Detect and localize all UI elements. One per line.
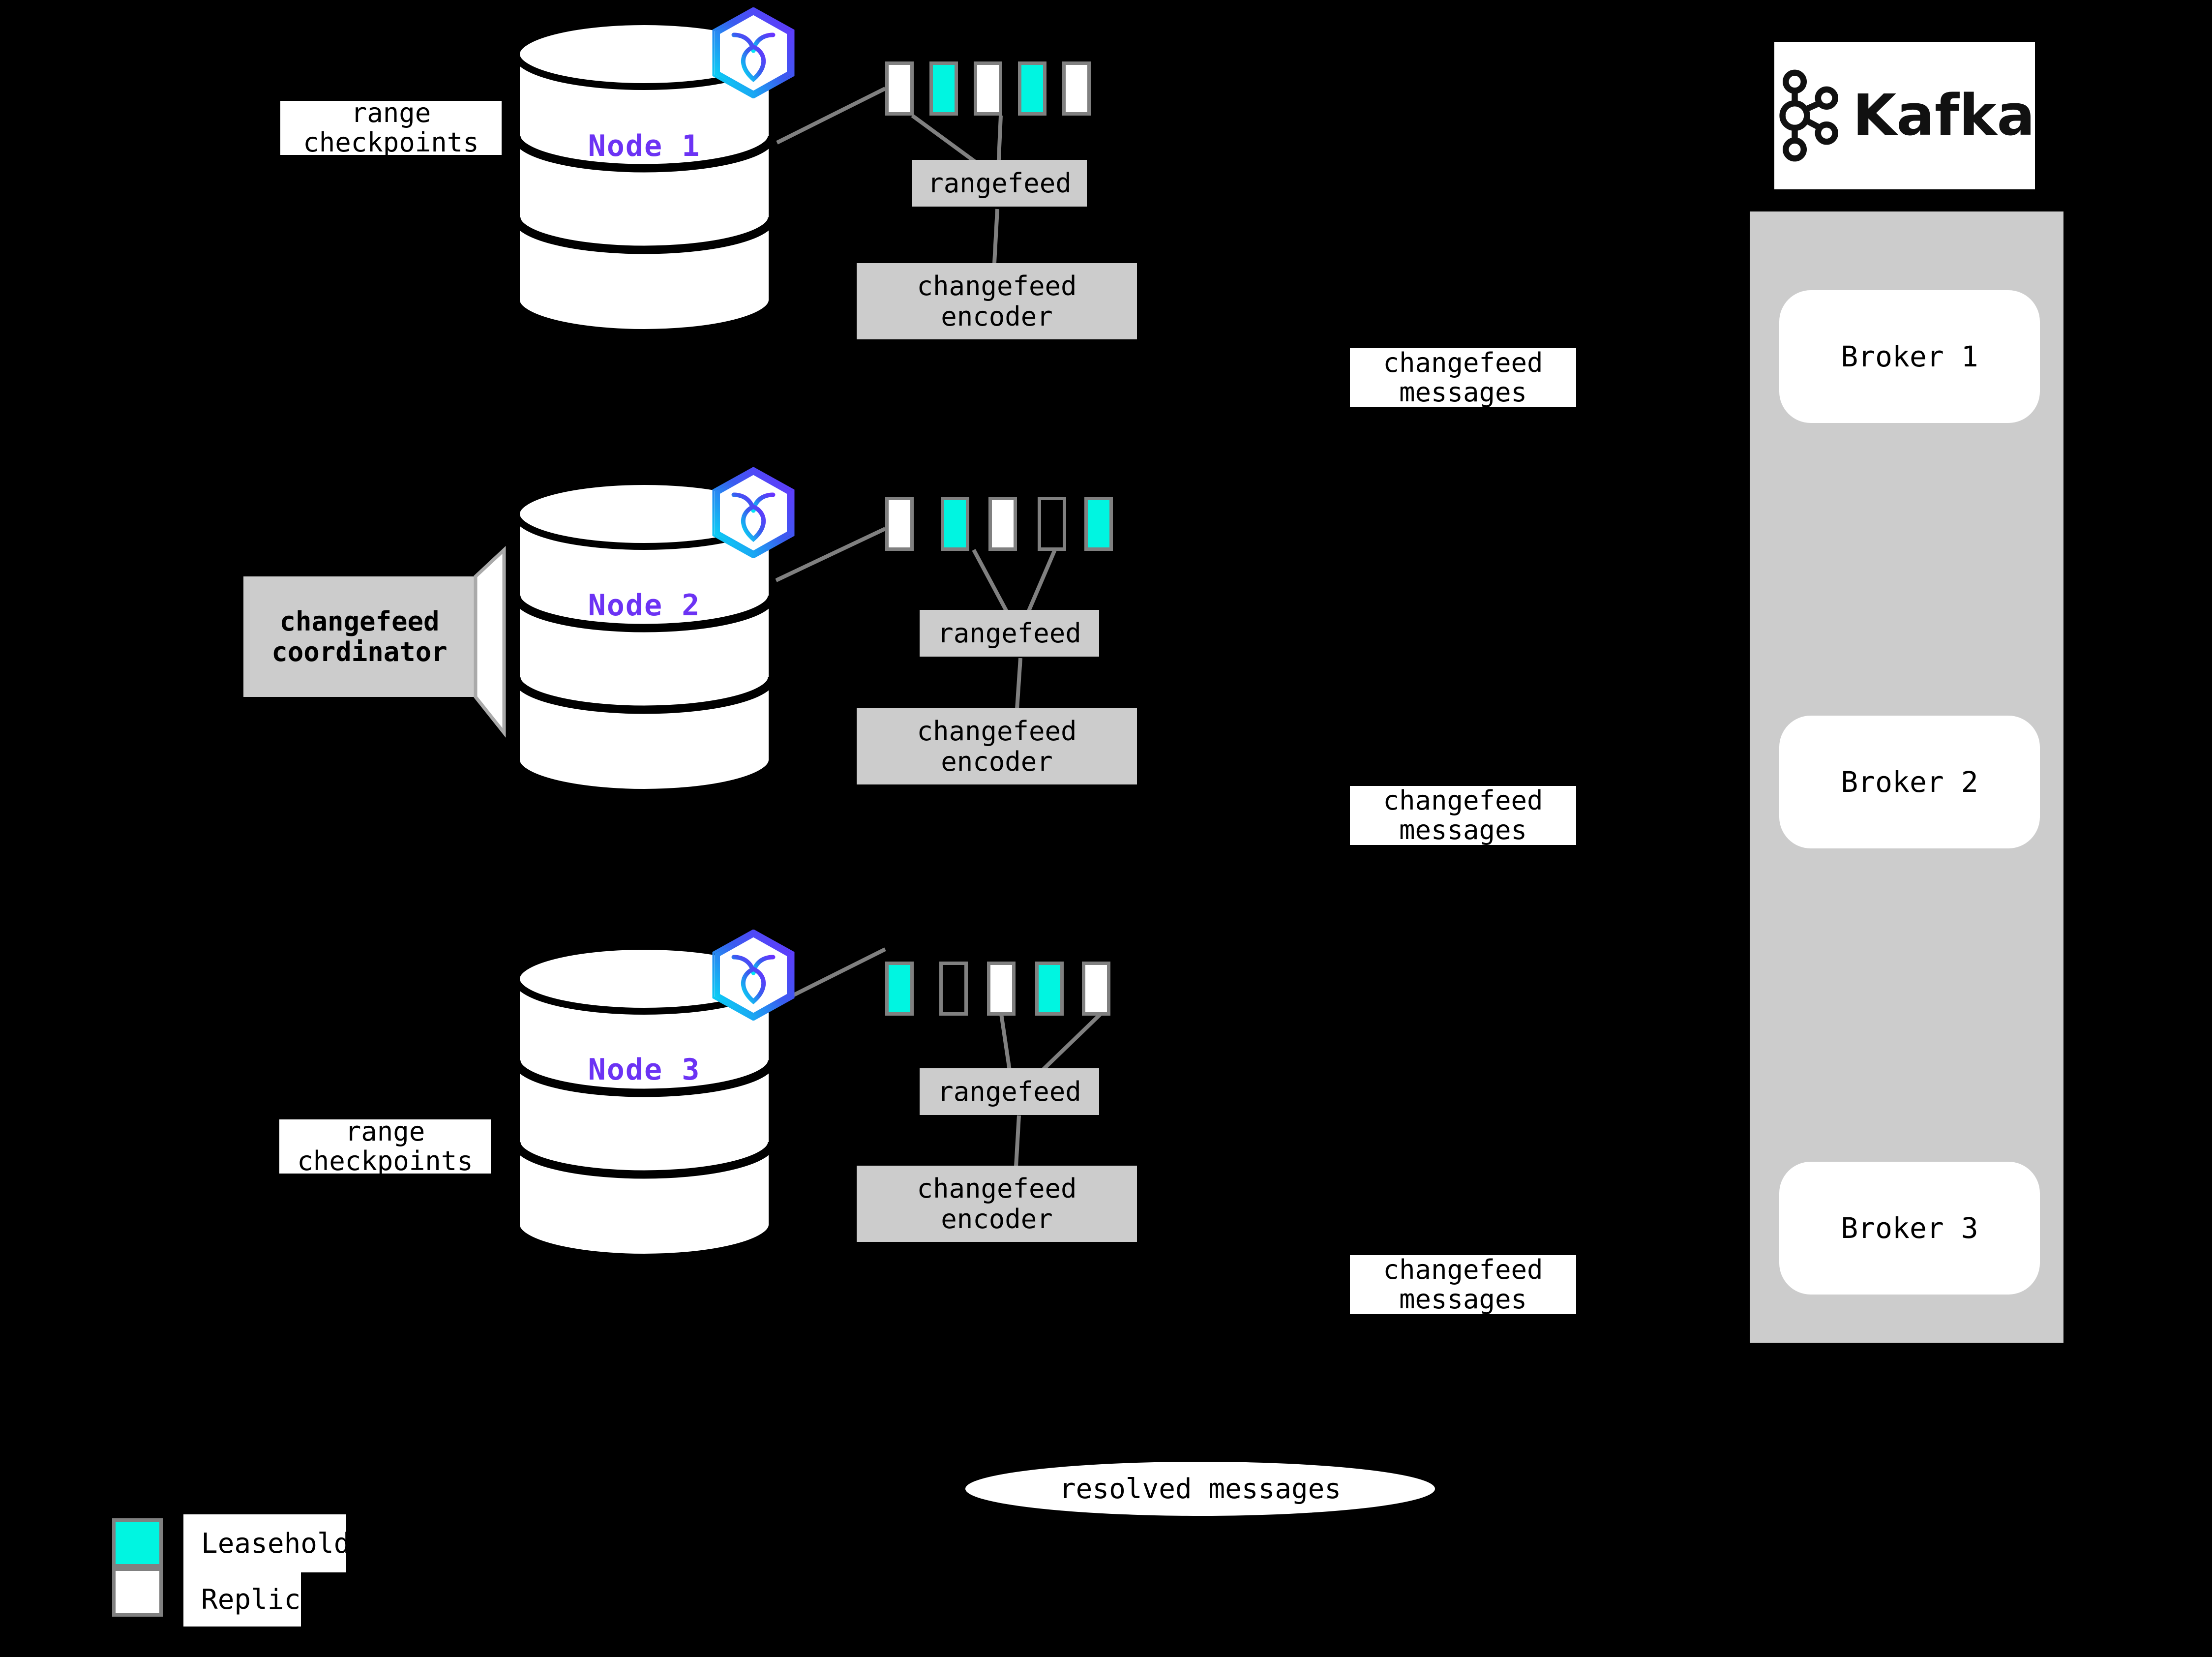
rangefeed-label: rangefeed bbox=[937, 617, 1081, 649]
range-box-empty[interactable] bbox=[1038, 497, 1066, 551]
messages-line-1: changefeed bbox=[1383, 1255, 1543, 1285]
node-2-rangefeed-box[interactable]: rangefeed bbox=[920, 610, 1099, 657]
callout-line-2: checkpoints bbox=[297, 1145, 473, 1174]
range-box-leaseholder[interactable] bbox=[1035, 962, 1064, 1016]
node-1-changefeed-messages-label: changefeed messages bbox=[1350, 348, 1576, 407]
cockroachdb-logo-icon bbox=[711, 7, 797, 100]
range-box-leaseholder[interactable] bbox=[1018, 61, 1046, 116]
resolved-messages-pill: resolved messages bbox=[965, 1462, 1435, 1516]
coordinator-text: changefeed coordinator bbox=[243, 576, 476, 697]
kafka-mark-icon bbox=[1779, 69, 1838, 162]
messages-line-2: messages bbox=[1399, 377, 1527, 407]
node-1-cylinder bbox=[511, 20, 777, 334]
range-box-replica[interactable] bbox=[974, 61, 1002, 116]
legend-swatch-replica bbox=[112, 1567, 163, 1617]
messages-line-1: changefeed bbox=[1383, 348, 1543, 378]
range-box-replica[interactable] bbox=[885, 61, 914, 116]
legend-swatch-leaseholder bbox=[112, 1518, 163, 1567]
node-3-label: Node 3 bbox=[588, 1053, 701, 1087]
broker-1[interactable]: Broker 1 bbox=[1779, 290, 2040, 423]
legend-text: Replica bbox=[201, 1583, 318, 1616]
range-box-leaseholder[interactable] bbox=[1084, 497, 1113, 551]
node-1-range-checkpoints-callout: range checkpoints bbox=[280, 101, 502, 155]
broker-label: Broker 1 bbox=[1841, 340, 1978, 373]
node-2-changefeed-coordinator-callout bbox=[243, 545, 514, 754]
resolved-messages-label: resolved messages bbox=[1059, 1473, 1342, 1505]
rangefeed-label: rangefeed bbox=[937, 1076, 1081, 1107]
range-box-replica[interactable] bbox=[885, 497, 914, 551]
coordinator-line-1: changefeed bbox=[279, 605, 440, 637]
messages-line-1: changefeed bbox=[1383, 786, 1543, 816]
broker-3[interactable]: Broker 3 bbox=[1779, 1162, 2040, 1295]
rangefeed-label: rangefeed bbox=[927, 167, 1072, 199]
broker-2[interactable]: Broker 2 bbox=[1779, 716, 2040, 848]
range-box-replica[interactable] bbox=[988, 497, 1017, 551]
messages-line-2: messages bbox=[1399, 1284, 1527, 1314]
legend-label-replica: Replica bbox=[183, 1572, 317, 1627]
encoder-line-1: changefeed bbox=[917, 715, 1077, 747]
node-1-rangefeed-box[interactable]: rangefeed bbox=[912, 160, 1087, 207]
cockroachdb-logo-icon bbox=[711, 929, 797, 1023]
messages-line-2: messages bbox=[1399, 814, 1527, 845]
node-2-changefeed-encoder-box[interactable]: changefeed encoder bbox=[857, 708, 1137, 784]
broker-label: Broker 2 bbox=[1841, 765, 1978, 799]
range-box-replica[interactable] bbox=[1062, 61, 1091, 116]
node-3-rangefeed-box[interactable]: rangefeed bbox=[920, 1068, 1099, 1115]
range-box-leaseholder[interactable] bbox=[929, 61, 958, 116]
encoder-line-2: encoder bbox=[941, 746, 1053, 777]
node-2-label: Node 2 bbox=[588, 588, 701, 623]
cockroachdb-logo-icon bbox=[711, 467, 797, 560]
range-box-replica[interactable] bbox=[987, 962, 1016, 1016]
callout-line-2: checkpoints bbox=[303, 127, 479, 155]
node-3-changefeed-messages-label: changefeed messages bbox=[1350, 1255, 1576, 1314]
kafka-wordmark: Kafka bbox=[1853, 83, 2035, 149]
legend-label-leaseholder: Leaseholder bbox=[183, 1514, 384, 1572]
coordinator-line-2: coordinator bbox=[271, 636, 448, 667]
encoder-line-1: changefeed bbox=[917, 270, 1077, 301]
node-2-changefeed-messages-label: changefeed messages bbox=[1350, 786, 1576, 845]
node-3-changefeed-encoder-box[interactable]: changefeed encoder bbox=[857, 1166, 1137, 1242]
range-box-leaseholder[interactable] bbox=[885, 962, 914, 1016]
broker-label: Broker 3 bbox=[1841, 1211, 1978, 1245]
kafka-logo: Kafka bbox=[1774, 42, 2035, 189]
legend-text: Leaseholder bbox=[201, 1527, 384, 1560]
range-box-replica[interactable] bbox=[1082, 962, 1110, 1016]
node-3-range-checkpoints-callout: range checkpoints bbox=[279, 1119, 491, 1174]
encoder-line-1: changefeed bbox=[917, 1173, 1077, 1204]
node-2-cylinder bbox=[511, 480, 777, 794]
range-box-leaseholder[interactable] bbox=[941, 497, 969, 551]
callout-line-1: range bbox=[351, 101, 431, 128]
encoder-line-2: encoder bbox=[941, 1203, 1053, 1235]
range-box-empty[interactable] bbox=[939, 962, 968, 1016]
node-1-label: Node 1 bbox=[588, 129, 701, 163]
callout-line-1: range bbox=[345, 1119, 425, 1147]
kafka-inbound-arrowhead bbox=[2063, 327, 2101, 357]
node-1-changefeed-encoder-box[interactable]: changefeed encoder bbox=[857, 263, 1137, 339]
encoder-line-2: encoder bbox=[941, 301, 1053, 332]
